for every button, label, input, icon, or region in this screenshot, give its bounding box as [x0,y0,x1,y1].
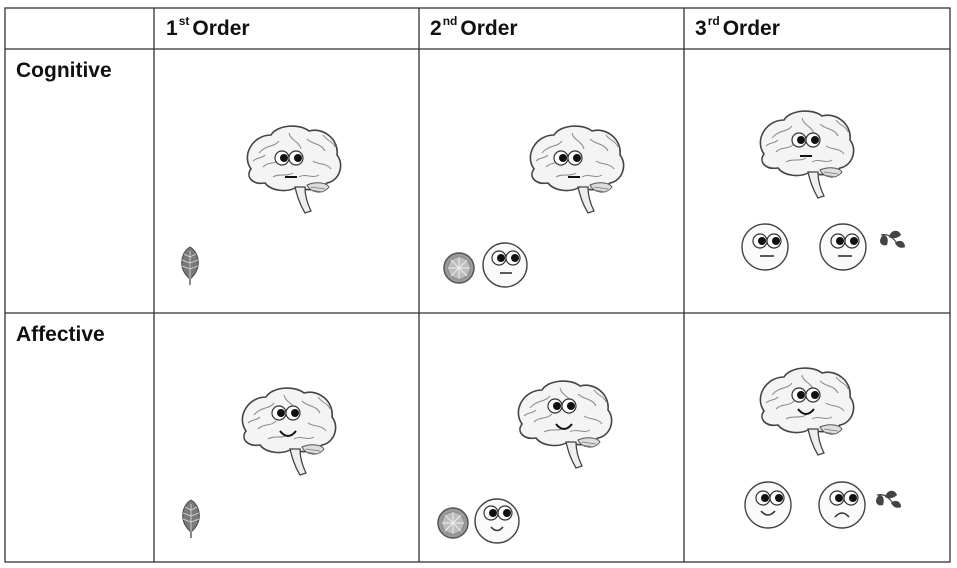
brain-icon [517,380,613,469]
row-label-cognitive: Cognitive [16,59,112,82]
face-neutral-icon [741,223,789,271]
face-happy-icon [474,498,520,544]
face-neutral-icon [819,223,867,271]
leaf-icon [181,246,199,286]
herb-sprig-icon [875,490,902,509]
face-happy-icon [744,481,792,529]
brain-icon [241,387,337,476]
herb-sprig-icon [879,230,906,249]
face-sad-icon [818,481,866,529]
brain-icon [759,110,855,199]
orange-icon [443,252,475,284]
brain-icon [759,367,855,456]
leaf-icon [182,499,200,539]
orange-icon [437,507,469,539]
face-neutral-icon [482,242,528,288]
row-label-affective: Affective [16,323,105,346]
brain-icon [529,125,625,214]
brain-icon [246,125,342,214]
